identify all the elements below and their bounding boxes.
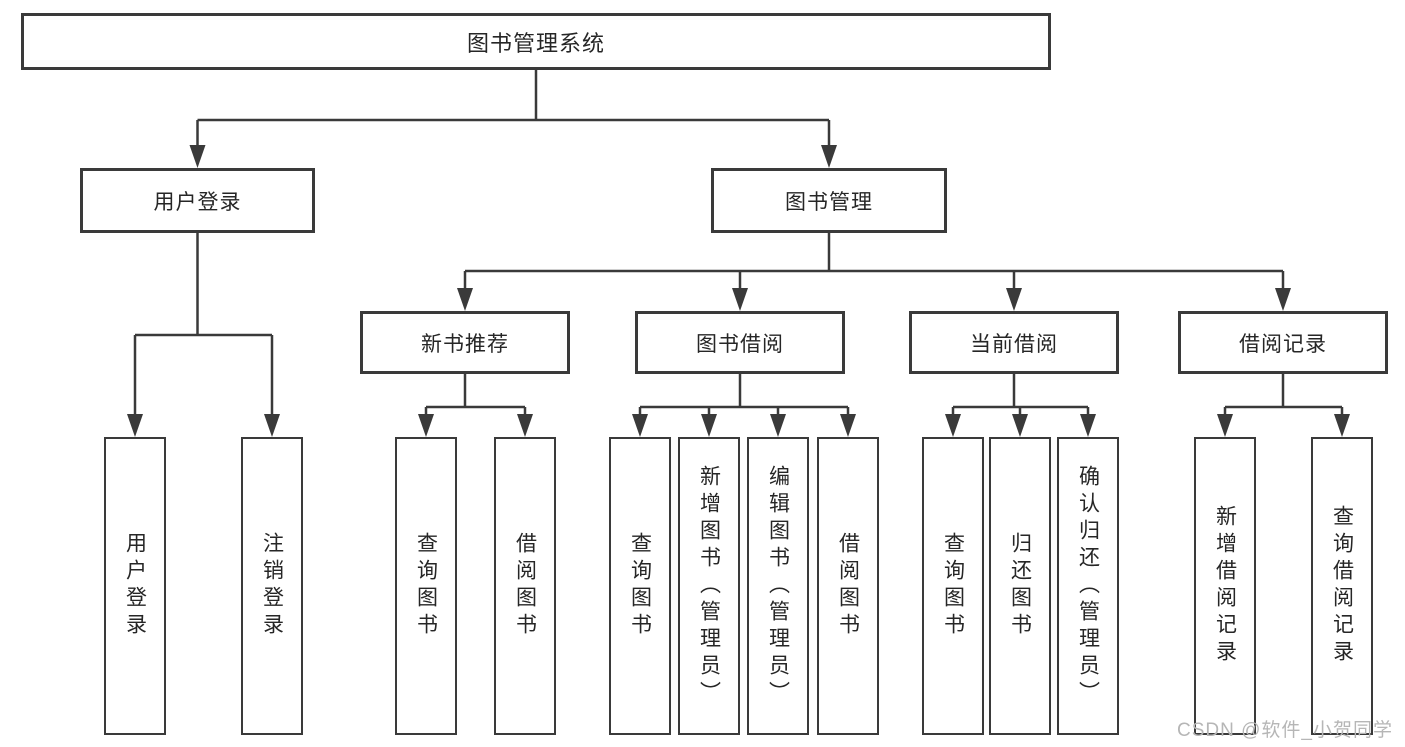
leaf-newbook-borrow-books-label: 借阅图书 bbox=[513, 532, 537, 640]
arrowhead-icon bbox=[840, 414, 856, 437]
node-current-borrowing: 当前借阅 bbox=[909, 311, 1119, 374]
node-current-borrowing-label: 当前借阅 bbox=[970, 332, 1058, 356]
arrowhead-icon bbox=[732, 288, 748, 311]
arrowhead-icon bbox=[264, 414, 280, 437]
node-new-book-recommend-label: 新书推荐 bbox=[421, 332, 509, 356]
arrowhead-icon bbox=[1275, 288, 1291, 311]
arrowhead-icon bbox=[1080, 414, 1096, 437]
node-book-management: 图书管理 bbox=[711, 168, 947, 233]
arrowhead-icon bbox=[770, 414, 786, 437]
node-book-borrowing: 图书借阅 bbox=[635, 311, 845, 374]
arrowhead-icon bbox=[418, 414, 434, 437]
arrowhead-icon bbox=[517, 414, 533, 437]
arrowhead-icon bbox=[821, 145, 837, 168]
node-book-borrowing-label: 图书借阅 bbox=[696, 332, 784, 356]
arrowhead-icon bbox=[127, 414, 143, 437]
arrowhead-icon bbox=[1012, 414, 1028, 437]
leaf-user-login: 用户登录 bbox=[104, 437, 166, 735]
leaf-logout-label: 注销登录 bbox=[260, 532, 284, 640]
node-borrowing-records-label: 借阅记录 bbox=[1239, 332, 1327, 356]
node-library-management-system: 图书管理系统 bbox=[21, 13, 1051, 70]
node-borrowing-records: 借阅记录 bbox=[1178, 311, 1388, 374]
leaf-return-books-label: 归还图书 bbox=[1008, 532, 1032, 640]
leaf-add-borrow-record: 新增借阅记录 bbox=[1194, 437, 1256, 735]
node-user-login: 用户登录 bbox=[80, 168, 315, 233]
leaf-borrow-books-label: 借阅图书 bbox=[836, 532, 860, 640]
leaf-add-borrow-record-label: 新增借阅记录 bbox=[1213, 505, 1237, 667]
csdn-watermark: CSDN @软件_小贺同学 bbox=[1177, 720, 1393, 741]
arrowhead-icon bbox=[701, 414, 717, 437]
leaf-newbook-borrow-books: 借阅图书 bbox=[494, 437, 556, 735]
arrowhead-icon bbox=[1006, 288, 1022, 311]
leaf-add-books-admin: 新增图书（管理员） bbox=[678, 437, 740, 735]
leaf-edit-books-admin: 编辑图书（管理员） bbox=[747, 437, 809, 735]
leaf-query-borrow-record-label: 查询借阅记录 bbox=[1330, 505, 1354, 667]
leaf-borrow-query-books-label: 查询图书 bbox=[628, 532, 652, 640]
node-library-management-system-label: 图书管理系统 bbox=[466, 30, 605, 56]
leaf-edit-books-admin-label: 编辑图书（管理员） bbox=[766, 464, 790, 708]
leaf-confirm-return-admin: 确认归还（管理员） bbox=[1057, 437, 1119, 735]
leaf-newbook-query-books: 查询图书 bbox=[395, 437, 457, 735]
leaf-current-query-books-label: 查询图书 bbox=[941, 532, 965, 640]
leaf-current-query-books: 查询图书 bbox=[922, 437, 984, 735]
arrowhead-icon bbox=[945, 414, 961, 437]
leaf-borrow-books: 借阅图书 bbox=[817, 437, 879, 735]
arrowhead-icon bbox=[1334, 414, 1350, 437]
leaf-query-borrow-record: 查询借阅记录 bbox=[1311, 437, 1373, 735]
leaf-user-login-label: 用户登录 bbox=[123, 532, 147, 640]
arrowhead-icon bbox=[632, 414, 648, 437]
node-new-book-recommend: 新书推荐 bbox=[360, 311, 570, 374]
leaf-borrow-query-books: 查询图书 bbox=[609, 437, 671, 735]
leaf-confirm-return-admin-label: 确认归还（管理员） bbox=[1076, 464, 1100, 708]
node-book-management-label: 图书管理 bbox=[785, 190, 873, 214]
arrowhead-icon bbox=[189, 145, 206, 168]
node-user-login-label: 用户登录 bbox=[153, 190, 242, 214]
arrowhead-icon bbox=[1217, 414, 1233, 437]
leaf-newbook-query-books-label: 查询图书 bbox=[414, 532, 438, 640]
leaf-add-books-admin-label: 新增图书（管理员） bbox=[697, 464, 721, 708]
arrowhead-icon bbox=[457, 288, 473, 311]
leaf-return-books: 归还图书 bbox=[989, 437, 1051, 735]
leaf-logout: 注销登录 bbox=[241, 437, 303, 735]
